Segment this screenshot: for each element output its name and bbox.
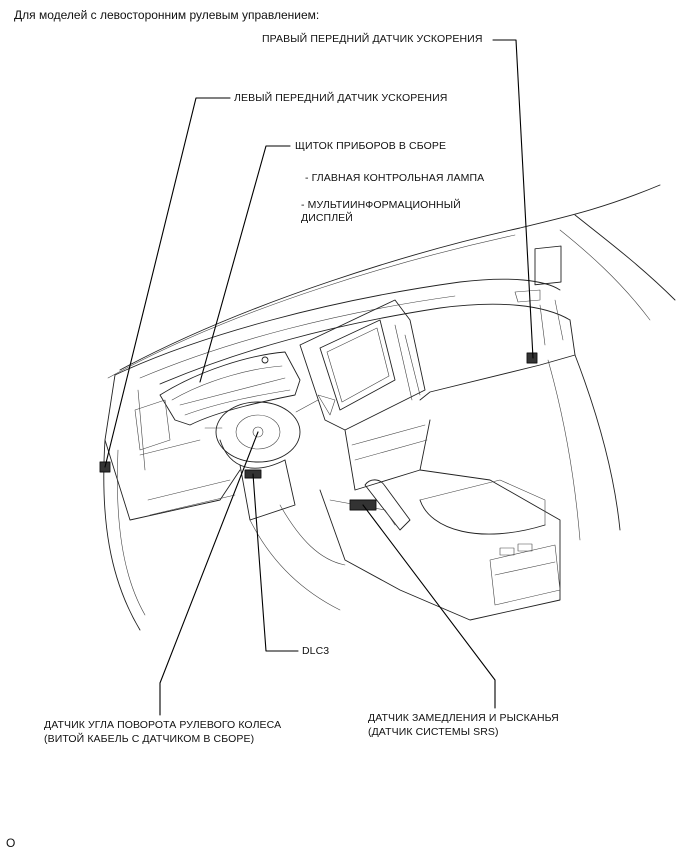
- center-console: [319, 469, 561, 621]
- label-yaw-sensor-line1: ДАТЧИК ЗАМЕДЛЕНИЯ И РЫСКАНЬЯ: [368, 712, 559, 724]
- leader-dlc3: [252, 473, 299, 652]
- leader-left-front: [104, 97, 231, 468]
- label-yaw-sensor-line2: (ДАТЧИК СИСТЕМЫ SRS): [368, 726, 499, 738]
- windshield-outline: [119, 184, 661, 371]
- steering-wheel: [215, 401, 301, 463]
- center-screen: [319, 319, 396, 411]
- dashboard-top: [114, 278, 561, 376]
- label-right-front-sensor: ПРАВЫЙ ПЕРЕДНИЙ ДАТЧИК УСКОРЕНИЯ: [262, 33, 483, 45]
- label-master-warning-lamp: - ГЛАВНАЯ КОНТРОЛЬНАЯ ЛАМПА: [305, 172, 485, 184]
- label-dlc3: DLC3: [302, 645, 330, 657]
- label-steering-sensor-line1: ДАТЧИК УГЛА ПОВОРОТА РУЛЕВОГО КОЛЕСА: [44, 719, 282, 731]
- leader-yaw-sensor: [362, 504, 496, 709]
- label-left-front-sensor: ЛЕВЫЙ ПЕРЕДНИЙ ДАТЧИК УСКОРЕНИЯ: [234, 92, 448, 104]
- label-multi-info-display-line1: - МУЛЬТИИНФОРМАЦИОННЫЙ: [301, 199, 461, 211]
- label-steering-sensor-line2: (ВИТОЙ КАБЕЛЬ С ДАТЧИКОМ В СБОРЕ): [44, 733, 255, 745]
- label-multi-info-display-line2: ДИСПЛЕЙ: [301, 212, 353, 224]
- leader-right-front: [492, 39, 534, 359]
- right-front-sensor-part: [526, 352, 538, 364]
- right-a-pillar: [574, 214, 676, 301]
- label-instrument-cluster: ЩИТОК ПРИБОРОВ В СБОРЕ: [295, 140, 447, 152]
- leader-cluster: [199, 145, 291, 383]
- page-title: Для моделей с левосторонним рулевым упра…: [14, 8, 320, 22]
- footer-mark: O: [6, 836, 16, 850]
- instrument-cluster: [159, 351, 301, 426]
- left-dash: [104, 374, 241, 521]
- right-vent: [534, 245, 562, 286]
- leader-steering-sensor: [159, 431, 259, 716]
